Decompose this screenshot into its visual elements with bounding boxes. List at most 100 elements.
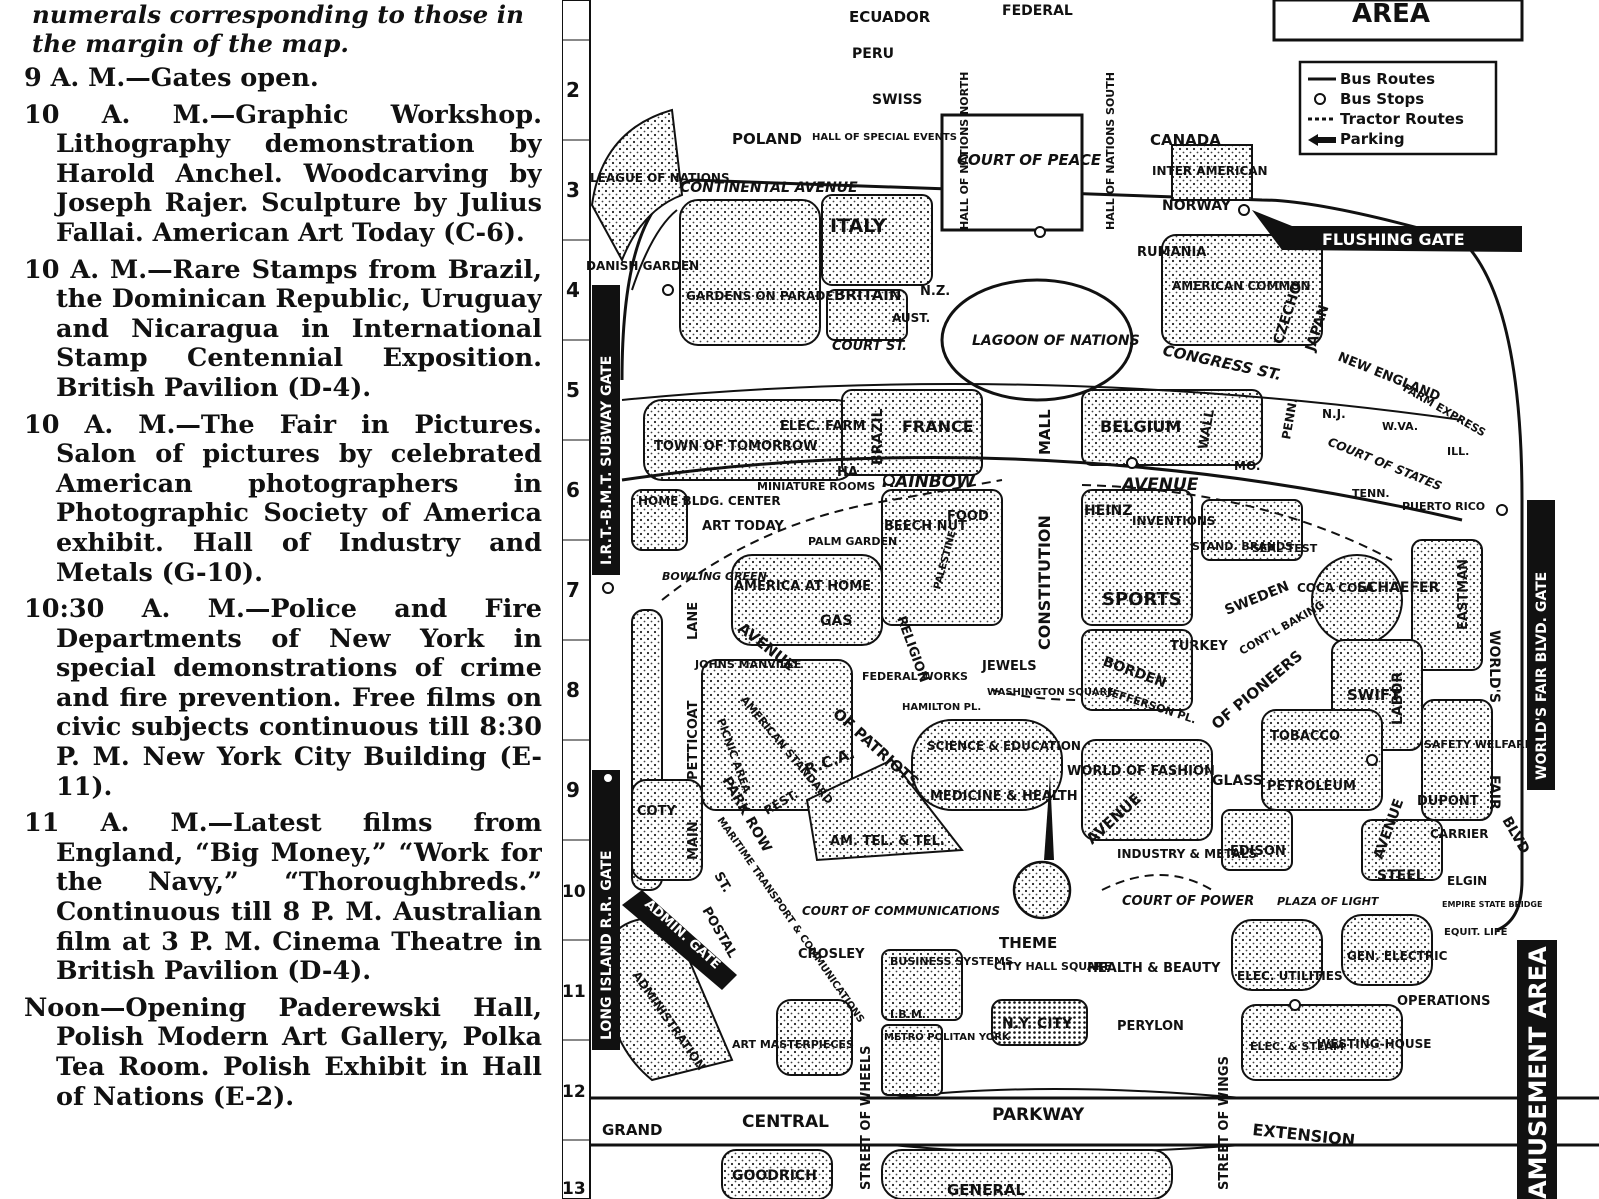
street-mall: MALL xyxy=(1036,409,1054,455)
margin-number: 5 xyxy=(566,378,580,402)
street-hamilton: HAMILTON PL. xyxy=(902,702,981,713)
place-world-of-fashion: WORLD OF FASHION xyxy=(1067,764,1215,779)
place-puerto-rico: PUERTO RICO xyxy=(1402,500,1485,513)
place-industry-metals: INDUSTRY & METALS xyxy=(1117,847,1257,861)
schedule-entry: 10 A. M.—Graphic Workshop. Lithography d… xyxy=(24,99,542,249)
legend-parking: Parking xyxy=(1340,130,1405,148)
place-goodrich: GOODRICH xyxy=(732,1168,817,1184)
street-petticoat: PETTICOAT xyxy=(686,700,701,780)
place-ha: HA xyxy=(837,465,858,480)
place-turkey: TURKEY xyxy=(1170,639,1228,654)
place-att: AM. TEL. & TEL. xyxy=(830,834,945,849)
fair-map: 2 3 4 5 6 7 8 9 10 11 12 13 xyxy=(562,0,1599,1199)
worlds-fair-blvd-gate[interactable]: WORLD'S FAIR BLVD. GATE xyxy=(1527,500,1555,790)
place-palm-garden: PALM GARDEN xyxy=(808,535,897,548)
place-elec-farm: ELEC. FARM xyxy=(780,419,865,434)
flushing-gate[interactable]: FLUSHING GATE xyxy=(1252,210,1522,252)
place-elgin: ELGIN xyxy=(1447,874,1487,888)
place-swift: SWIFT xyxy=(1347,686,1401,704)
place-medicine-health: MEDICINE & HEALTH xyxy=(930,789,1078,804)
place-france: FRANCE xyxy=(902,417,974,436)
lirr-gate[interactable]: LONG ISLAND R.R. GATE xyxy=(592,770,620,1050)
entry-text: —The Fair in Pictures. Salon of pictures… xyxy=(56,409,542,588)
margin-number: 13 xyxy=(562,1179,586,1199)
place-gas: GAS xyxy=(820,613,852,629)
place-carrier: CARRIER xyxy=(1430,827,1488,841)
place-business-systems: BUSINESS SYSTEMS xyxy=(890,955,1013,968)
place-mo: MO. xyxy=(1234,459,1260,473)
place-america-at-home: AMERICA AT HOME xyxy=(734,579,871,594)
amusement-area-gate[interactable]: AMUSEMENT AREA xyxy=(1517,940,1557,1199)
place-miniature-rooms: MINIATURE ROOMS xyxy=(757,480,875,493)
place-eastman: EASTMAN xyxy=(1456,559,1471,630)
street-of-wings: STREET OF WINGS xyxy=(1217,1056,1232,1190)
entry-time: 9 A. M. xyxy=(24,63,126,93)
street-parkway: PARKWAY xyxy=(992,1105,1085,1125)
margin-number: 10 xyxy=(562,882,586,902)
place-metropolitan: METRO POLITAN YORK xyxy=(884,1032,1011,1043)
place-empire-state-bridge: EMPIRE STATE BRIDGE xyxy=(1442,900,1542,909)
worlds-fair-blvd-gate-label: WORLD'S FAIR BLVD. GATE xyxy=(1534,572,1550,780)
place-art-masterpieces: ART MASTERPIECES xyxy=(732,1038,854,1051)
entry-time: 10 A. M. xyxy=(24,254,148,285)
place-ill: ILL. xyxy=(1447,445,1469,458)
place-town-tomorrow: TOWN OF TOMORROW xyxy=(654,439,817,454)
place-edison: EDISON xyxy=(1230,844,1286,859)
city-hall-square: CITY HALL SQUARE xyxy=(994,960,1111,973)
entry-time: Noon xyxy=(24,992,100,1023)
place-nz: N.Z. xyxy=(920,284,950,299)
place-coca-cola: COCA COLA xyxy=(1297,581,1375,595)
schedule-intro: numerals corresponding to those in the m… xyxy=(32,0,524,58)
street-main: MAIN xyxy=(686,821,701,860)
place-britain: BRITAIN xyxy=(834,286,901,304)
place-poland: POLAND xyxy=(732,130,802,148)
bus-stops xyxy=(602,204,1508,1011)
place-stand-brands: STAND. BRANDS xyxy=(1192,540,1293,553)
building-blocks xyxy=(590,108,1493,1199)
street-court: COURT ST. xyxy=(832,339,907,354)
place-danish-garden: DANISH GARDEN xyxy=(586,259,699,273)
place-glass: GLASS xyxy=(1212,773,1263,789)
place-wall: WALL xyxy=(1196,408,1218,450)
place-health-beauty: HEALTH & BEAUTY xyxy=(1087,961,1221,976)
place-sweden: SWEDEN xyxy=(1223,578,1292,618)
place-steel: STEEL xyxy=(1377,868,1425,884)
map-legend: Bus Routes Bus Stops Tractor Routes Park… xyxy=(1298,60,1498,156)
street-congress: CONGRESS ST. xyxy=(1161,341,1283,384)
lirr-gate-label: LONG ISLAND R.R. GATE xyxy=(599,850,615,1040)
rainbow-avenue xyxy=(621,456,1463,522)
place-ny-city: N.Y. CITY xyxy=(1002,1016,1073,1032)
street-constitution: CONSTITUTION xyxy=(1035,515,1054,650)
entry-text: —Latest films from England, “Big Money,”… xyxy=(56,808,542,987)
place-court-of-peace: COURT OF PEACE xyxy=(957,151,1102,169)
place-tenn: TENN. xyxy=(1352,487,1390,500)
subway-gate[interactable]: I.R.T.-B.M.T. SUBWAY GATE xyxy=(592,285,620,575)
place-crosley: CROSLEY xyxy=(798,947,865,962)
place-elec-steam: ELEC. & STEAM xyxy=(1250,1040,1344,1053)
margin-number: 9 xyxy=(566,778,580,802)
subway-gate-label: I.R.T.-B.M.T. SUBWAY GATE xyxy=(599,356,615,565)
amusement-area-label: AMUSEMENT AREA xyxy=(1524,946,1552,1199)
schedule-entry: 11 A. M.—Latest films from England, “Big… xyxy=(24,808,542,987)
legend-bus-stops: Bus Stops xyxy=(1340,90,1424,108)
street-grand: GRAND xyxy=(602,1121,662,1139)
street-labor: LABOR xyxy=(1390,672,1406,725)
street-st: ST. xyxy=(711,870,735,896)
place-elec-utilities: ELEC. UTILITIES xyxy=(1237,969,1343,983)
street-of-wheels: STREET OF WHEELS xyxy=(859,1046,874,1190)
place-perylon: PERYLON xyxy=(1117,1019,1184,1034)
street-worlds: WORLD'S xyxy=(1486,630,1502,703)
place-penn: PENN. xyxy=(1279,397,1300,440)
margin-number: 6 xyxy=(566,478,580,502)
place-science-education: SCIENCE & EDUCATION xyxy=(927,739,1081,753)
place-johns-manville: JOHNS MANVILLE xyxy=(694,658,801,671)
place-art-today: ART TODAY xyxy=(702,519,784,534)
place-belgium: BELGIUM xyxy=(1100,417,1181,436)
entry-time: 10 A. M. xyxy=(24,99,210,130)
entry-time: 10 A. M. xyxy=(24,409,176,440)
entry-text: —Opening Paderewski Hall, Polish Modern … xyxy=(56,992,542,1112)
place-nj: N.J. xyxy=(1322,407,1346,421)
place-gen-electric: GEN. ELECTRIC xyxy=(1347,949,1448,963)
schedule-column: numerals corresponding to those in the m… xyxy=(24,0,542,1199)
street-lane: LANE xyxy=(686,602,701,640)
